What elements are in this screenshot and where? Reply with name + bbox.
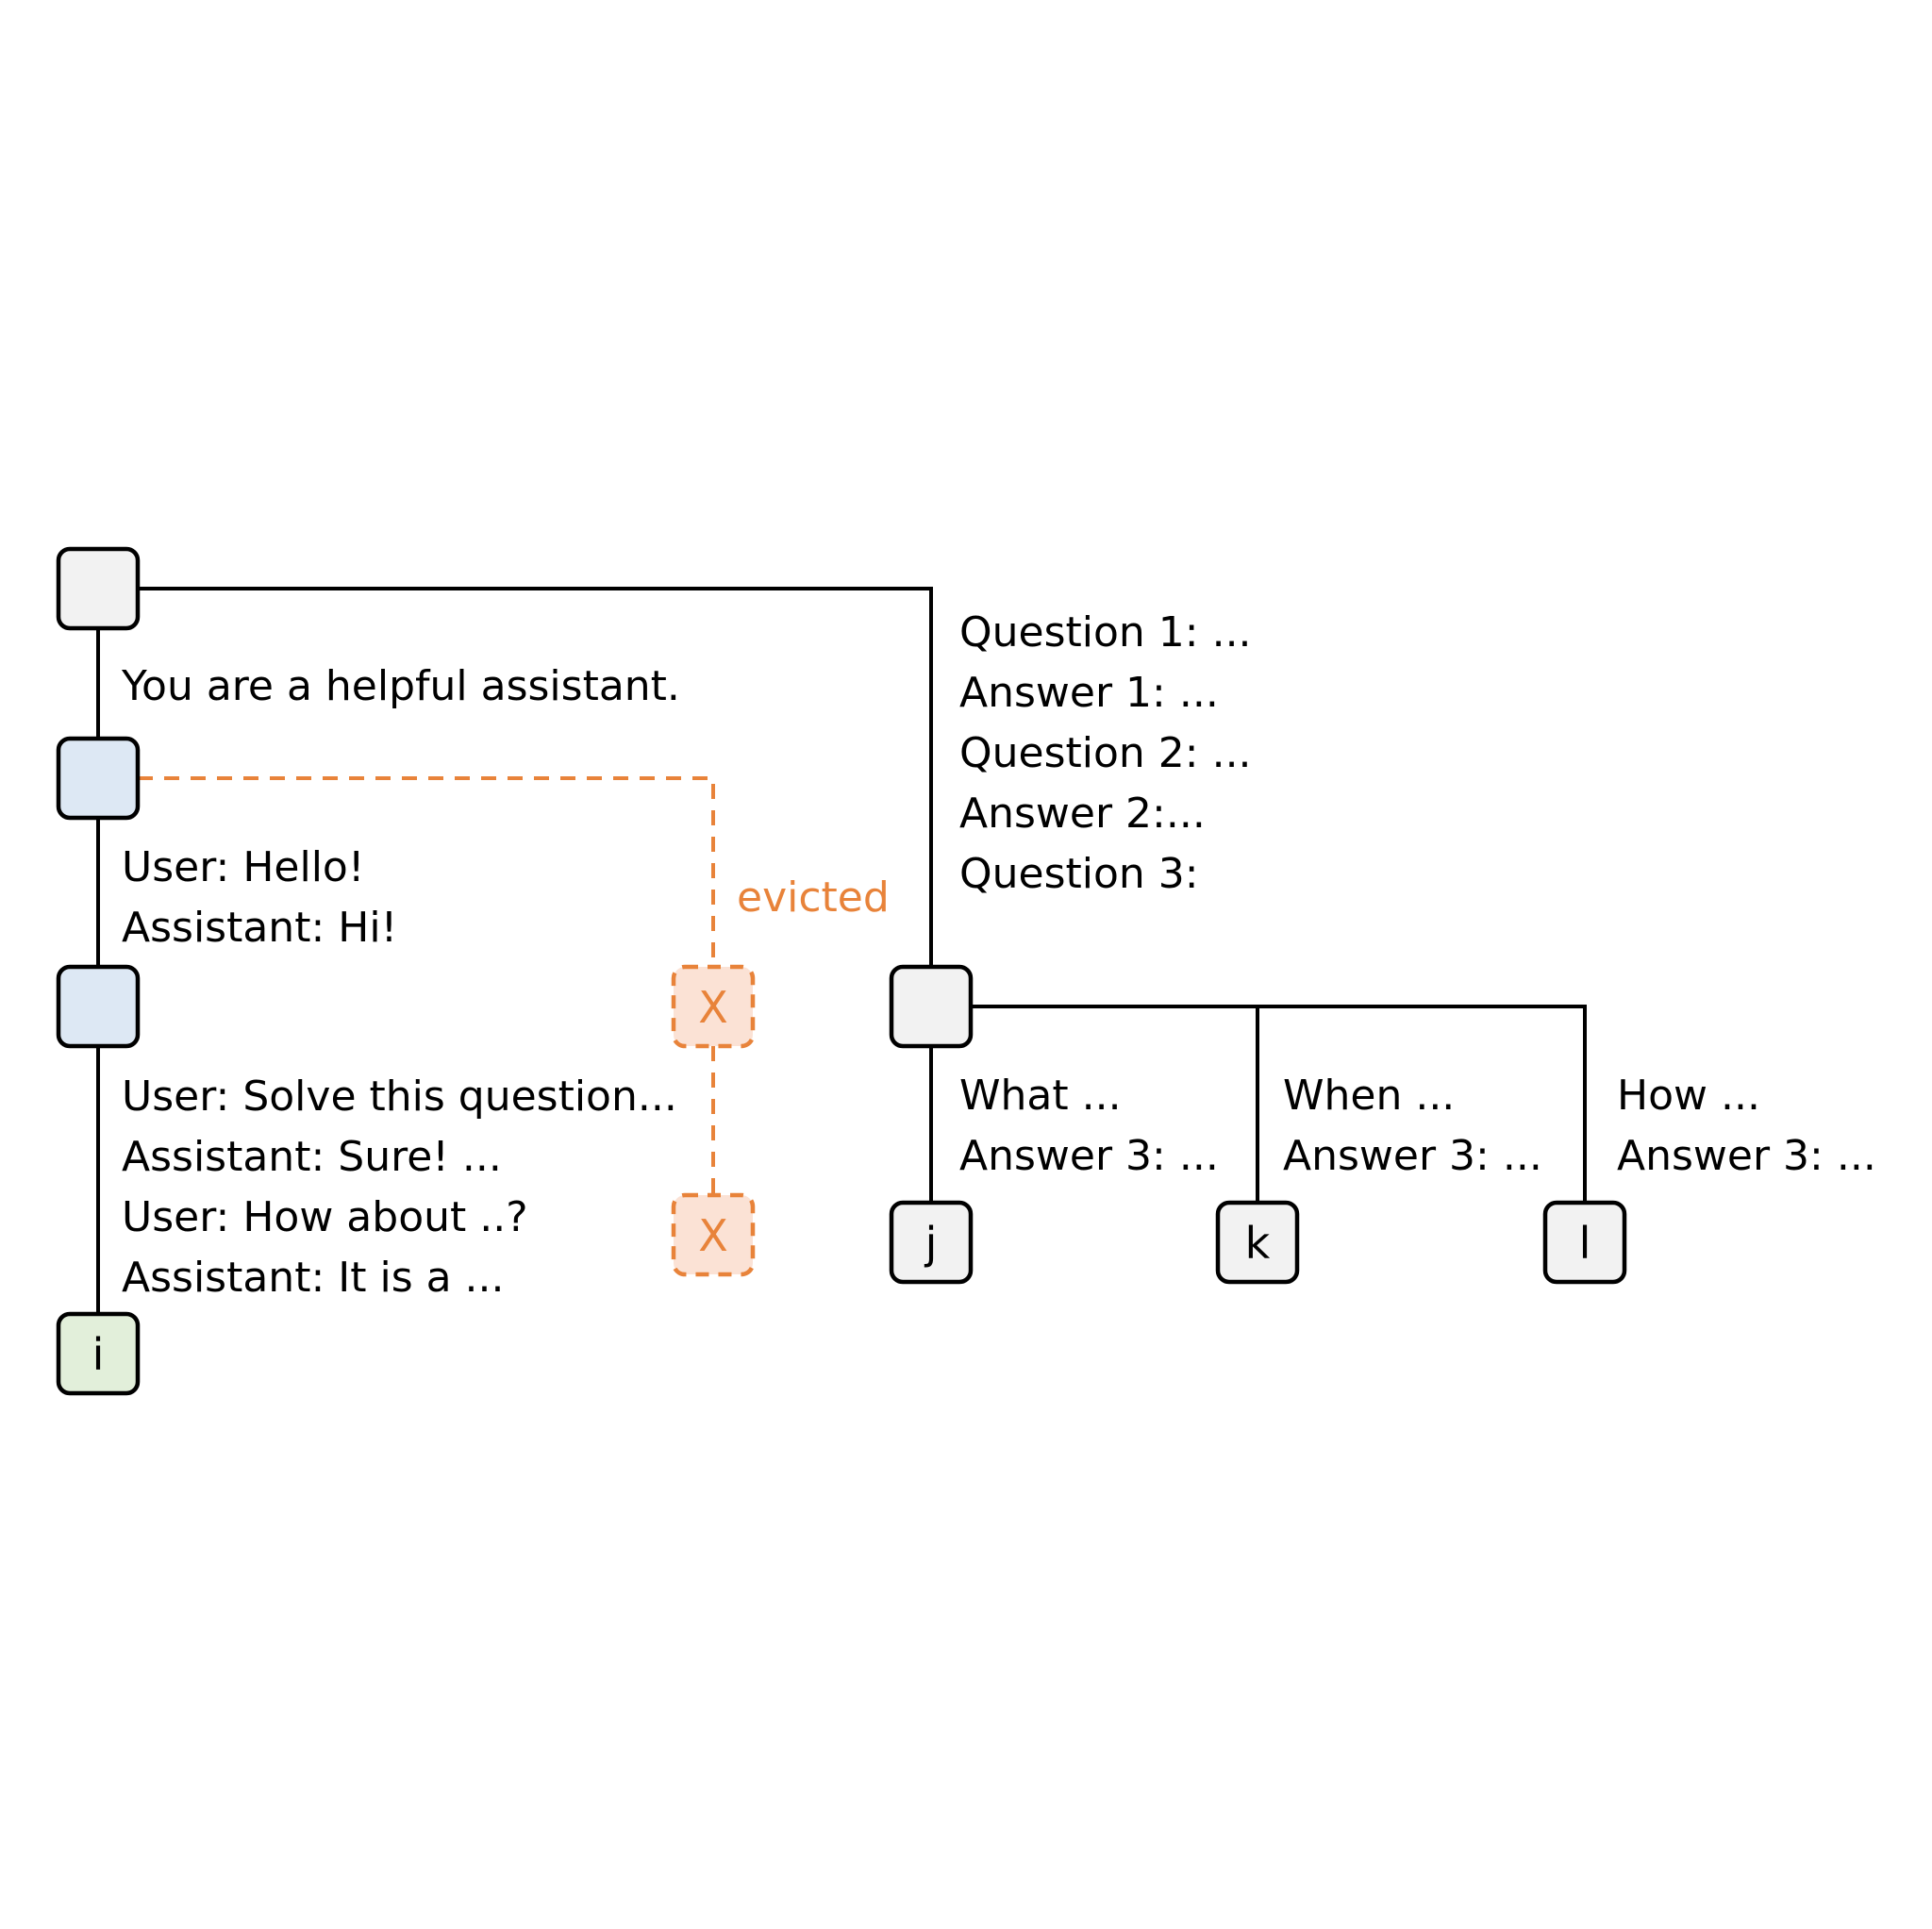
svg-text:X: X: [698, 1210, 728, 1261]
node-system: [56, 736, 141, 821]
svg-text:i: i: [92, 1329, 105, 1380]
label-branch-j: What ... Answer 3: ...: [959, 1072, 1219, 1180]
label-line: User: Solve this question...: [122, 1073, 677, 1121]
label-line: Question 1: ...: [959, 608, 1252, 657]
node-leaf-l: l: [1542, 1200, 1627, 1285]
label-line: Answer 3: ...: [959, 1132, 1219, 1180]
label-qa-prefix: Question 1: ... Answer 1: ... Question 2…: [959, 608, 1252, 898]
label-line: Assistant: Hi!: [122, 904, 397, 952]
label-line: Assistant: Sure! ...: [122, 1133, 502, 1181]
label-line: Answer 3: ...: [1283, 1132, 1542, 1180]
label-line: Question 2: ...: [959, 729, 1252, 777]
label-line: Answer 2:...: [959, 790, 1206, 838]
label-branch-k: When ... Answer 3: ...: [1283, 1072, 1542, 1180]
node-leaf-k: k: [1215, 1200, 1300, 1285]
evicted-node-1: X: [671, 964, 756, 1049]
label-line: Question 3:: [959, 850, 1199, 898]
label-line: Answer 1: ...: [959, 669, 1219, 717]
svg-text:k: k: [1245, 1218, 1271, 1269]
node-root: [56, 546, 141, 631]
evicted-edge-to-x1: [138, 776, 715, 967]
node-chat: [56, 964, 141, 1049]
label-branch-l: How ... Answer 3: ...: [1617, 1072, 1876, 1180]
svg-text:j: j: [924, 1218, 938, 1269]
label-solve-turn: User: Solve this question... Assistant: …: [122, 1073, 677, 1302]
label-system-prompt: You are a helpful assistant.: [121, 662, 680, 710]
svg-text:l: l: [1579, 1218, 1591, 1269]
edge-qa-to-leaf-l: [1257, 1005, 1587, 1203]
label-line: Assistant: It is a ...: [122, 1254, 505, 1302]
evicted-node-2: X: [671, 1192, 756, 1277]
label-chat-turn: User: Hello! Assistant: Hi!: [122, 843, 397, 952]
edge-root-to-qa: [138, 587, 933, 967]
label-line: What ...: [959, 1072, 1122, 1120]
label-line: User: Hello!: [122, 843, 365, 891]
node-qa: [889, 964, 974, 1049]
node-leaf-j: j: [889, 1200, 974, 1285]
evicted-label: evicted: [737, 873, 890, 922]
label-line: Answer 3: ...: [1617, 1132, 1876, 1180]
label-line: User: How about ..?: [122, 1193, 528, 1241]
label-line: How ...: [1617, 1072, 1760, 1120]
label-line: When ...: [1283, 1072, 1455, 1120]
svg-text:X: X: [698, 982, 728, 1033]
label-line: You are a helpful assistant.: [121, 662, 680, 710]
node-leaf-i: i: [56, 1311, 141, 1396]
